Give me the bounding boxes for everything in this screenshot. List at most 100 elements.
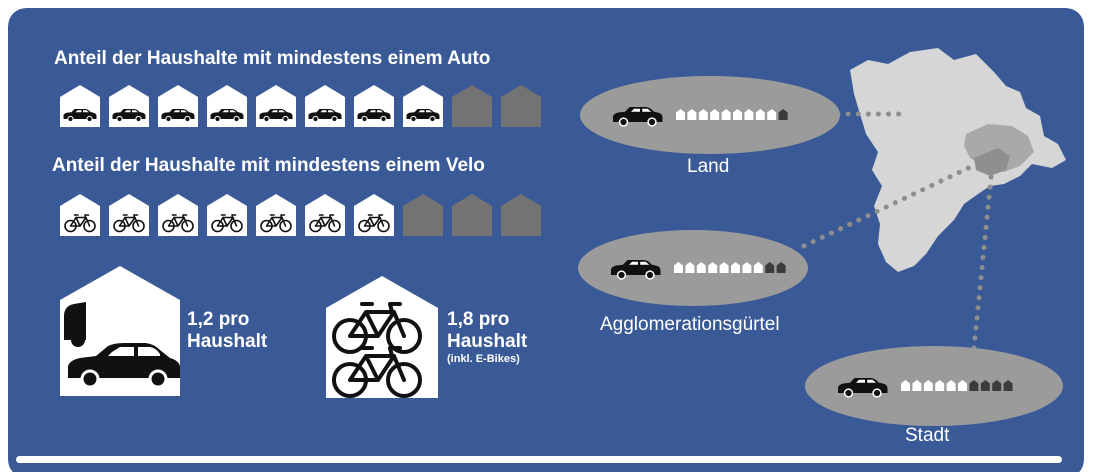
mini-house-filled-icon <box>687 109 697 120</box>
bicycle-icon-bottom <box>332 346 422 398</box>
mini-house-filled-icon <box>935 380 945 391</box>
house-filled-icon <box>109 194 149 236</box>
mini-house-filled-icon <box>676 109 685 120</box>
connector-stadt <box>971 165 995 351</box>
car-per-household-unit: Haushalt <box>187 331 268 352</box>
mini-house-filled-icon <box>696 262 706 273</box>
car-icon <box>210 109 244 123</box>
region-label-agglomeration: Agglomerationsgürtel <box>600 314 780 335</box>
mini-house-empty-icon <box>992 380 1002 391</box>
car-share-heading: Anteil der Haushalte mit mindestens eine… <box>54 48 491 69</box>
region-ellipse-graphic <box>805 346 1063 426</box>
connector-dots <box>801 111 1001 351</box>
house-filled-icon <box>354 85 394 127</box>
mini-house-empty-icon <box>778 109 788 120</box>
mini-house-empty-icon <box>765 262 775 273</box>
car-icon <box>68 343 180 389</box>
bike-per-household-unit: Haushalt <box>447 331 528 352</box>
region-ellipse-agglomeration <box>578 230 808 306</box>
bicycle-icon <box>211 214 243 233</box>
region-label-stadt: Stadt <box>905 425 950 446</box>
bicycle-icon <box>358 214 390 233</box>
mini-house-filled-icon <box>719 262 729 273</box>
bicycle-icon <box>113 214 145 233</box>
bottom-divider <box>16 456 1062 463</box>
mini-house-filled-icon <box>912 380 922 391</box>
mini-house-filled-icon <box>755 109 765 120</box>
car-per-household-value: 1,2 pro <box>187 309 250 330</box>
mini-house-filled-icon <box>901 380 910 391</box>
house-filled-icon <box>207 194 247 236</box>
house-empty-icon <box>452 85 492 127</box>
house-filled-icon <box>256 85 296 127</box>
bicycle-icon-top <box>332 302 422 354</box>
bicycle-icon <box>162 214 194 233</box>
mini-house-empty-icon <box>969 380 979 391</box>
house-filled-icon <box>60 85 100 127</box>
region-ellipse-stadt <box>805 346 1063 426</box>
car-icon <box>613 107 663 127</box>
house-filled-icon <box>305 194 345 236</box>
mini-house-filled-icon <box>674 262 683 273</box>
house-filled-icon <box>354 194 394 236</box>
house-filled-icon <box>403 85 443 127</box>
mini-house-filled-icon <box>744 109 754 120</box>
house-filled-icon <box>60 194 100 236</box>
car-icon <box>259 109 293 123</box>
mini-house-filled-icon <box>708 262 718 273</box>
house-empty-icon <box>501 85 541 127</box>
house-filled-icon <box>158 85 198 127</box>
house-empty-icon <box>403 194 443 236</box>
mini-house-filled-icon <box>946 380 956 391</box>
car-icon <box>611 260 661 280</box>
mini-house-filled-icon <box>958 380 967 391</box>
agglomeration-area-shape <box>974 148 1010 176</box>
bike-share-heading: Anteil der Haushalte mit mindestens eine… <box>52 155 485 176</box>
mini-house-filled-icon <box>733 109 742 120</box>
mini-house-filled-icon <box>721 109 731 120</box>
bike-per-household-note: (inkl. E-Bikes) <box>447 353 520 365</box>
car-icon <box>63 109 97 123</box>
mini-house-filled-icon <box>753 262 763 273</box>
car-icon <box>357 109 391 123</box>
car-icon <box>161 109 195 123</box>
car-icon <box>112 109 146 123</box>
house-empty-icon <box>452 194 492 236</box>
bike-per-household-label: 1,8 pro Haushalt (inkl. E-Bikes) <box>447 309 527 366</box>
house-empty-icon <box>501 194 541 236</box>
bike-household-house-icon <box>326 276 438 398</box>
mini-house-filled-icon <box>767 109 777 120</box>
car-per-household-label: 1,2 pro Haushalt <box>187 309 267 353</box>
bicycle-icon <box>309 214 341 233</box>
mini-house-empty-icon <box>1003 380 1013 391</box>
mini-house-empty-icon <box>776 262 786 273</box>
mini-house-filled-icon <box>742 262 752 273</box>
house-filled-icon <box>158 194 198 236</box>
mini-house-filled-icon <box>710 109 720 120</box>
region-label-land: Land <box>687 156 730 177</box>
partial-car-icon <box>64 302 86 347</box>
bike-share-house-row <box>60 194 541 236</box>
house-filled-icon <box>109 85 149 127</box>
bicycle-icon <box>260 214 292 233</box>
mini-house-filled-icon <box>923 380 933 391</box>
mini-house-filled-icon <box>685 262 695 273</box>
house-filled-icon <box>207 85 247 127</box>
mini-house-filled-icon <box>698 109 708 120</box>
region-ellipse-graphic <box>580 76 840 154</box>
house-filled-icon <box>305 85 345 127</box>
region-ellipse-graphic <box>578 230 808 306</box>
car-share-house-row <box>60 85 541 127</box>
car-icon <box>406 109 440 123</box>
mini-house-empty-icon <box>980 380 990 391</box>
car-icon <box>308 109 342 123</box>
mini-house-filled-icon <box>731 262 740 273</box>
bike-per-household-value: 1,8 pro <box>447 309 510 330</box>
car-household-house-icon <box>60 266 180 396</box>
region-ellipse-land <box>580 76 840 154</box>
infographic-panel: Anteil der Haushalte mit mindestens eine… <box>8 8 1084 472</box>
house-filled-icon <box>256 194 296 236</box>
bicycle-icon <box>64 214 96 233</box>
canton-map-shape <box>850 48 1066 272</box>
car-icon <box>838 378 888 398</box>
